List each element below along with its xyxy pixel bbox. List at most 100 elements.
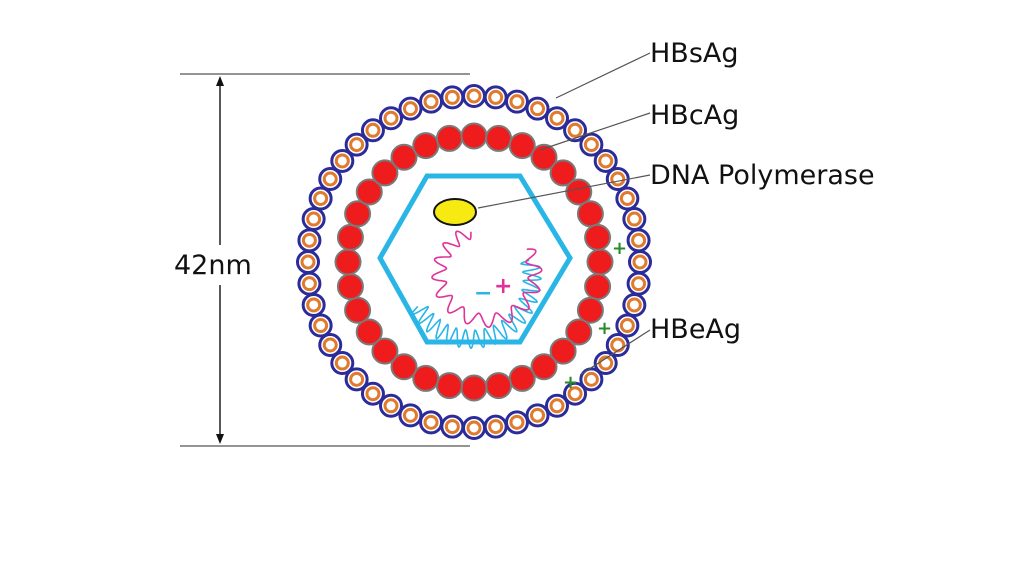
envelope-bead [626,271,651,296]
dna-plus-strand [431,230,543,329]
envelope-bead-ring [444,89,460,105]
envelope-bead [419,89,444,114]
envelope-bead-ring [632,254,648,270]
envelope-bead [318,333,343,357]
envelope-bead [504,89,529,114]
core-protein [549,159,577,187]
dna-polymerase-label: DNA Polymerase [650,160,875,191]
hbeag-label: HBeAg [650,314,741,345]
envelope-bead-ring [313,318,329,334]
envelope-bead-ring [306,211,322,227]
envelope-bead-ring [619,190,635,206]
envelope-bead-ring [509,414,525,430]
core-protein [344,200,372,228]
envelope-bead-ring [610,171,626,187]
core-protein [355,178,383,206]
envelope-bead [440,85,465,110]
envelope-bead-ring [583,137,599,153]
envelope-bead [462,416,486,440]
core-protein [530,143,558,171]
envelope-bead-ring [530,101,546,117]
core-protein [485,124,513,152]
envelope-bead-ring [626,297,642,313]
core-protein [576,200,604,228]
core-protein [584,273,612,301]
size-label: 42nm [174,250,252,281]
envelope-bead [615,186,640,211]
envelope-bead [483,414,508,439]
core-protein [485,372,513,400]
hbeag-leader-line [579,329,651,376]
envelope-bead-ring [619,318,635,334]
envelope-bead-ring [626,211,642,227]
plus-strand-sign: + [494,274,512,299]
envelope-bead [360,118,385,143]
envelope-bead [628,250,652,274]
envelope-bead [296,250,320,274]
envelope-bead [462,84,486,108]
arrowhead-up-icon [216,76,224,86]
hbcag-label: HBcAg [650,100,739,131]
envelope-bead [419,410,444,435]
envelope-bead-ring [444,419,460,435]
envelope-bead-ring [509,94,525,110]
envelope-bead-ring [365,386,381,402]
core-protein [530,353,558,381]
envelope-bead [344,132,369,157]
core-protein [390,353,418,381]
envelope-bead-ring [383,110,399,126]
hbeag-marker: + [612,238,627,259]
envelope-bead-ring [301,232,317,248]
envelope-bead-ring [567,122,583,138]
envelope-surface-antigen [296,84,652,440]
core-protein [508,132,536,160]
dna-polymerase-ellipse [433,198,477,226]
hbeag-marker: + [597,318,612,339]
core-protein [435,124,463,152]
core-protein [412,132,440,160]
hbsag-leader-line [555,52,651,99]
core-protein [508,364,536,392]
envelope-bead-ring [423,94,439,110]
envelope-bead-ring [567,386,583,402]
envelope-bead-ring [631,232,647,248]
core-protein [371,337,399,365]
envelope-bead-ring [334,153,350,169]
envelope-bead [622,207,647,232]
envelope-bead-ring [349,371,365,387]
envelope-bead [545,106,569,131]
core-protein [334,248,362,276]
envelope-bead-ring [301,276,317,292]
envelope-bead-ring [549,110,565,126]
core-protein [336,273,364,301]
envelope-bead [318,167,343,191]
envelope-bead [563,118,588,143]
envelope-bead [301,292,326,317]
envelope-bead-ring [466,88,482,104]
envelope-bead [360,381,385,406]
envelope-bead [297,271,322,296]
core-protein [584,223,612,251]
envelope-bead [379,393,403,418]
envelope-bead [308,313,333,338]
envelope-bead [626,228,651,253]
envelope-bead-ring [300,254,316,270]
envelope-bead [301,207,326,232]
envelope-bead-ring [402,101,418,117]
envelope-bead-ring [488,419,504,435]
core-protein [576,296,604,324]
core-antigen-layer [334,122,614,402]
envelope-bead [504,410,529,435]
polymerase-leader-line [477,174,651,209]
envelope-bead [330,351,355,376]
envelope-bead-ring [306,297,322,313]
envelope-bead [579,367,604,392]
envelope-bead [605,167,630,191]
envelope-bead-ring [583,371,599,387]
envelope-bead [525,96,550,121]
envelope-bead-ring [334,355,350,371]
core-protein [390,143,418,171]
envelope-bead [379,106,403,131]
